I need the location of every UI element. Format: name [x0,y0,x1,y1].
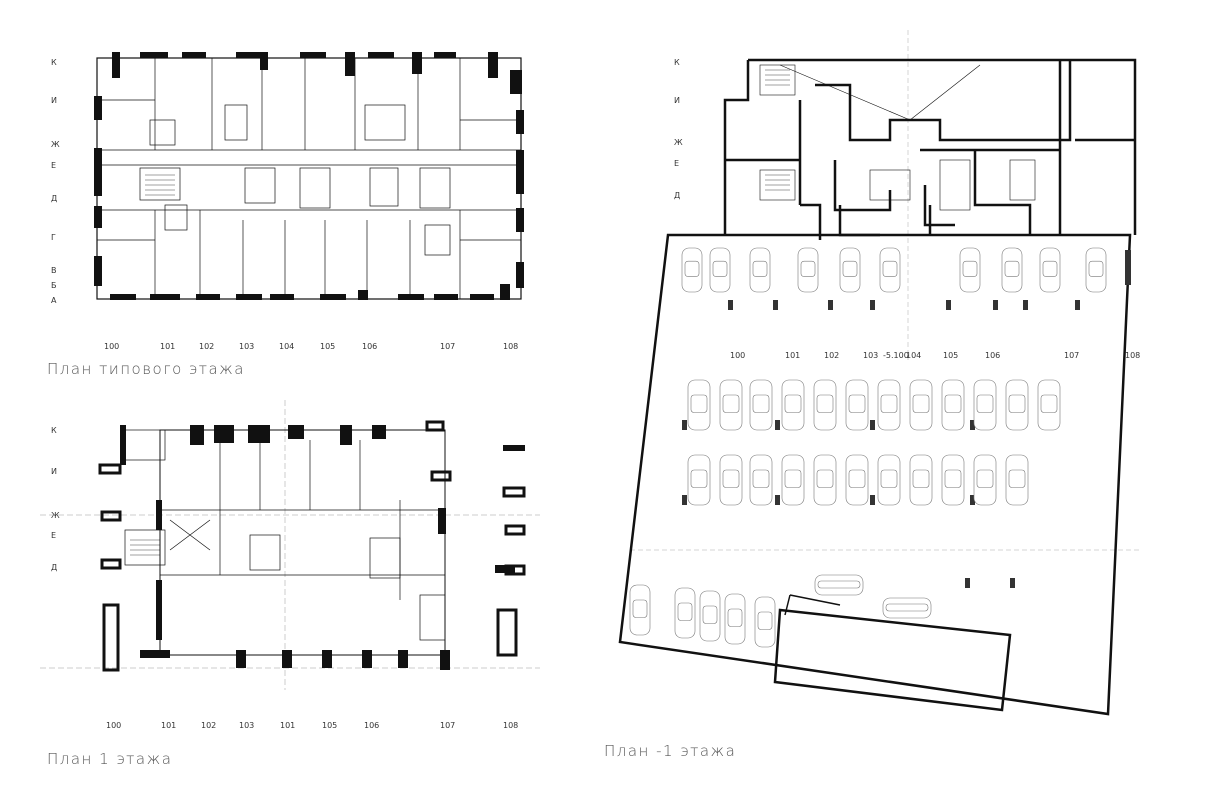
parked-car [699,590,721,642]
parked-car [959,247,981,293]
axis-col-label: 106 [985,351,1001,360]
axis-col-label: 107 [440,342,456,351]
basement-caption: План -1 этажа [604,742,737,760]
parked-car [719,379,743,431]
first-floor-caption: План 1 этажа [47,750,173,768]
parked-car [1001,247,1023,293]
parked-car [687,454,711,506]
axis-col-label: 105 [322,721,338,730]
parked-car [1037,379,1061,431]
axis-row-label: Б [51,281,57,290]
axis-col-label: 108 [1125,351,1141,360]
axis-row-label: Д [51,563,58,572]
axis-row-label: А [51,296,57,305]
axis-row-label: Ж [51,140,60,149]
axis-col-label: 106 [364,721,380,730]
parked-car [724,593,746,645]
parked-car [754,596,776,648]
axis-row-label: Е [51,531,57,540]
axis-row-label: И [674,96,680,105]
axis-row-label: К [51,58,57,67]
axis-col-label: 104 [906,351,922,360]
axis-col-label: 102 [824,351,840,360]
parked-car [845,454,869,506]
axis-col-label: 108 [503,721,519,730]
parked-car [941,454,965,506]
parked-car [681,247,703,293]
axis-col-label: 105 [320,342,336,351]
axis-col-label: 102 [199,342,215,351]
axis-row-label: Ж [674,138,683,147]
parked-car [877,379,901,431]
axis-col-label: 103 [239,342,255,351]
parked-car [629,584,651,636]
axis-col-label: 101 [160,342,176,351]
parked-car [749,247,771,293]
axis-col-label: -5.100 [883,351,909,360]
basement-drawing [618,30,1140,716]
parked-car [973,379,997,431]
parked-car [1085,247,1107,293]
parked-car [1039,247,1061,293]
parked-car [877,454,901,506]
parked-car [813,454,837,506]
typical-floor-caption: План типового этажа [47,360,245,378]
axis-row-label: Д [51,194,58,203]
parked-car [781,454,805,506]
parked-car [749,379,773,431]
axis-col-label: 105 [943,351,959,360]
parked-car [687,379,711,431]
parked-car [845,379,869,431]
axis-col-label: 108 [503,342,519,351]
parked-car [719,454,743,506]
axis-col-label: 106 [362,342,378,351]
parked-car [882,597,932,619]
axis-row-label: К [51,426,57,435]
parked-car [749,454,773,506]
axis-col-label: 102 [201,721,217,730]
parked-car [781,379,805,431]
parked-car [709,247,731,293]
typical-floor-drawing [94,52,524,300]
axis-col-label: 103 [863,351,879,360]
axis-row-label: В [51,266,57,275]
axis-col-label: 104 [279,342,295,351]
axis-col-label: 100 [730,351,746,360]
axis-col-label: 103 [239,721,255,730]
first-floor-drawing [40,400,540,690]
parked-car [941,379,965,431]
axis-row-label: Е [674,159,680,168]
parked-car [909,379,933,431]
axis-row-label: Е [51,161,57,170]
parked-car [797,247,819,293]
axis-col-label: 101 [161,721,177,730]
parked-car [839,247,861,293]
axis-row-label: И [51,96,57,105]
parked-car [814,574,864,596]
axis-col-label: 100 [104,342,120,351]
parked-car [1005,379,1029,431]
axis-row-label: И [51,467,57,476]
parked-car [909,454,933,506]
parked-car [674,587,696,639]
parked-car [1005,454,1029,506]
axis-row-label: Ж [51,511,60,520]
axis-row-label: К [674,58,680,67]
parked-car [973,454,997,506]
axis-col-label: 100 [106,721,122,730]
axis-row-label: Д [674,191,681,200]
parked-car [879,247,901,293]
parked-car [813,379,837,431]
axis-col-label: 101 [785,351,801,360]
axis-row-label: Г [51,233,56,242]
axis-col-label: 107 [1064,351,1080,360]
axis-col-label: 101 [280,721,296,730]
axis-col-label: 107 [440,721,456,730]
